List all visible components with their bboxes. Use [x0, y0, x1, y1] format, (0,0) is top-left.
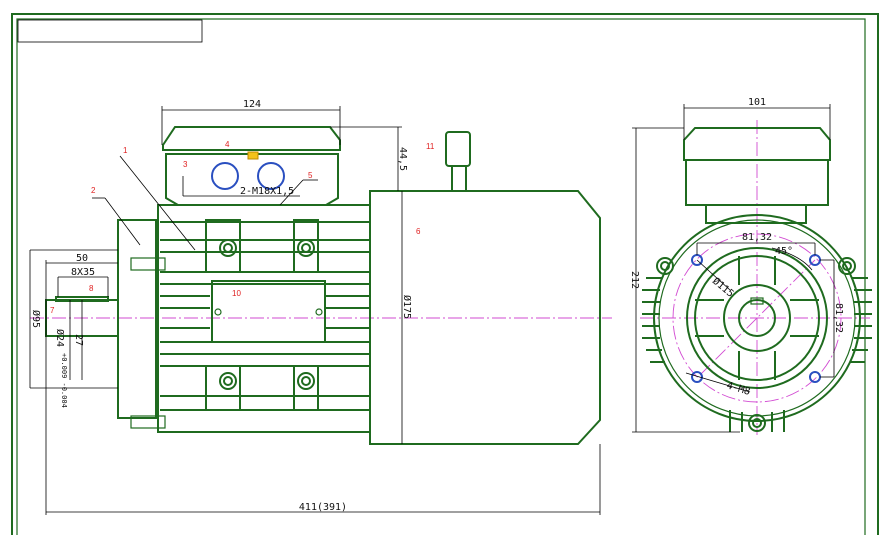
dim-overall-length: 411(391): [299, 502, 347, 513]
bolt-hole: [691, 371, 703, 383]
dim-holes: 4-M8: [725, 380, 751, 398]
dim-hole-spacing-v: 81,32: [833, 303, 844, 333]
dim-27: 27: [73, 334, 84, 346]
side-view: 124 44,5 2-M18X1,5 50 8X35 Ø95 27 Ø24 +0…: [29, 99, 612, 515]
dim-45deg: 45°: [775, 246, 793, 257]
terminal-box: [165, 153, 339, 206]
dim-50: 50: [76, 253, 88, 264]
dim-hole-spacing-h: 81,32: [742, 232, 772, 243]
callout-10: 10: [232, 289, 241, 298]
sheet-border: [11, 13, 879, 535]
mount-ears: [656, 257, 856, 432]
title-box: [17, 19, 203, 43]
callout-1: 1: [123, 146, 128, 155]
cable-gland-2: [257, 162, 285, 190]
callout-5: 5: [308, 171, 313, 180]
dim-8x35: 8X35: [71, 267, 95, 278]
note-icon: [247, 151, 259, 160]
callout-8: 8: [89, 284, 94, 293]
dim-44-5: 44,5: [397, 147, 408, 171]
dim-body-dia: Ø175: [401, 295, 413, 319]
dim-shaft-dia: Ø24: [54, 329, 66, 347]
shaft-end: [738, 299, 776, 337]
front-dimension-lines: [632, 104, 835, 433]
flange: [117, 219, 157, 419]
inner-border: [16, 18, 866, 535]
callout-2: 2: [91, 186, 96, 195]
outer-housing: [653, 214, 861, 422]
fan-cover: [369, 190, 601, 445]
cooling-fins: [160, 221, 370, 411]
dim-212: 212: [629, 271, 640, 289]
dim-cable-gland: 2-M18X1,5: [240, 186, 294, 197]
dim-shaft-tol: +0.009 -0.004: [60, 353, 68, 408]
dimension-lines: [29, 106, 601, 515]
callout-4: 4: [225, 140, 230, 149]
pcd-circle: [672, 233, 842, 403]
bolt-hole: [809, 371, 821, 383]
nameplate: [211, 280, 326, 343]
cable-gland-1: [211, 162, 239, 190]
callout-6: 6: [416, 227, 421, 236]
callout-7: 7: [50, 306, 55, 315]
dim-101: 101: [748, 97, 766, 108]
callout-11: 11: [426, 142, 435, 151]
front-view: 101 212 81,32 45° Ø115 81,32 4-M8: [629, 97, 872, 435]
dim-flange-dia: Ø95: [30, 310, 42, 328]
dim-124: 124: [243, 99, 261, 110]
terminal-box-lid: [162, 126, 341, 151]
front-fins: [642, 277, 872, 432]
callout-3: 3: [183, 160, 188, 169]
brake-release-lever: [445, 131, 471, 167]
